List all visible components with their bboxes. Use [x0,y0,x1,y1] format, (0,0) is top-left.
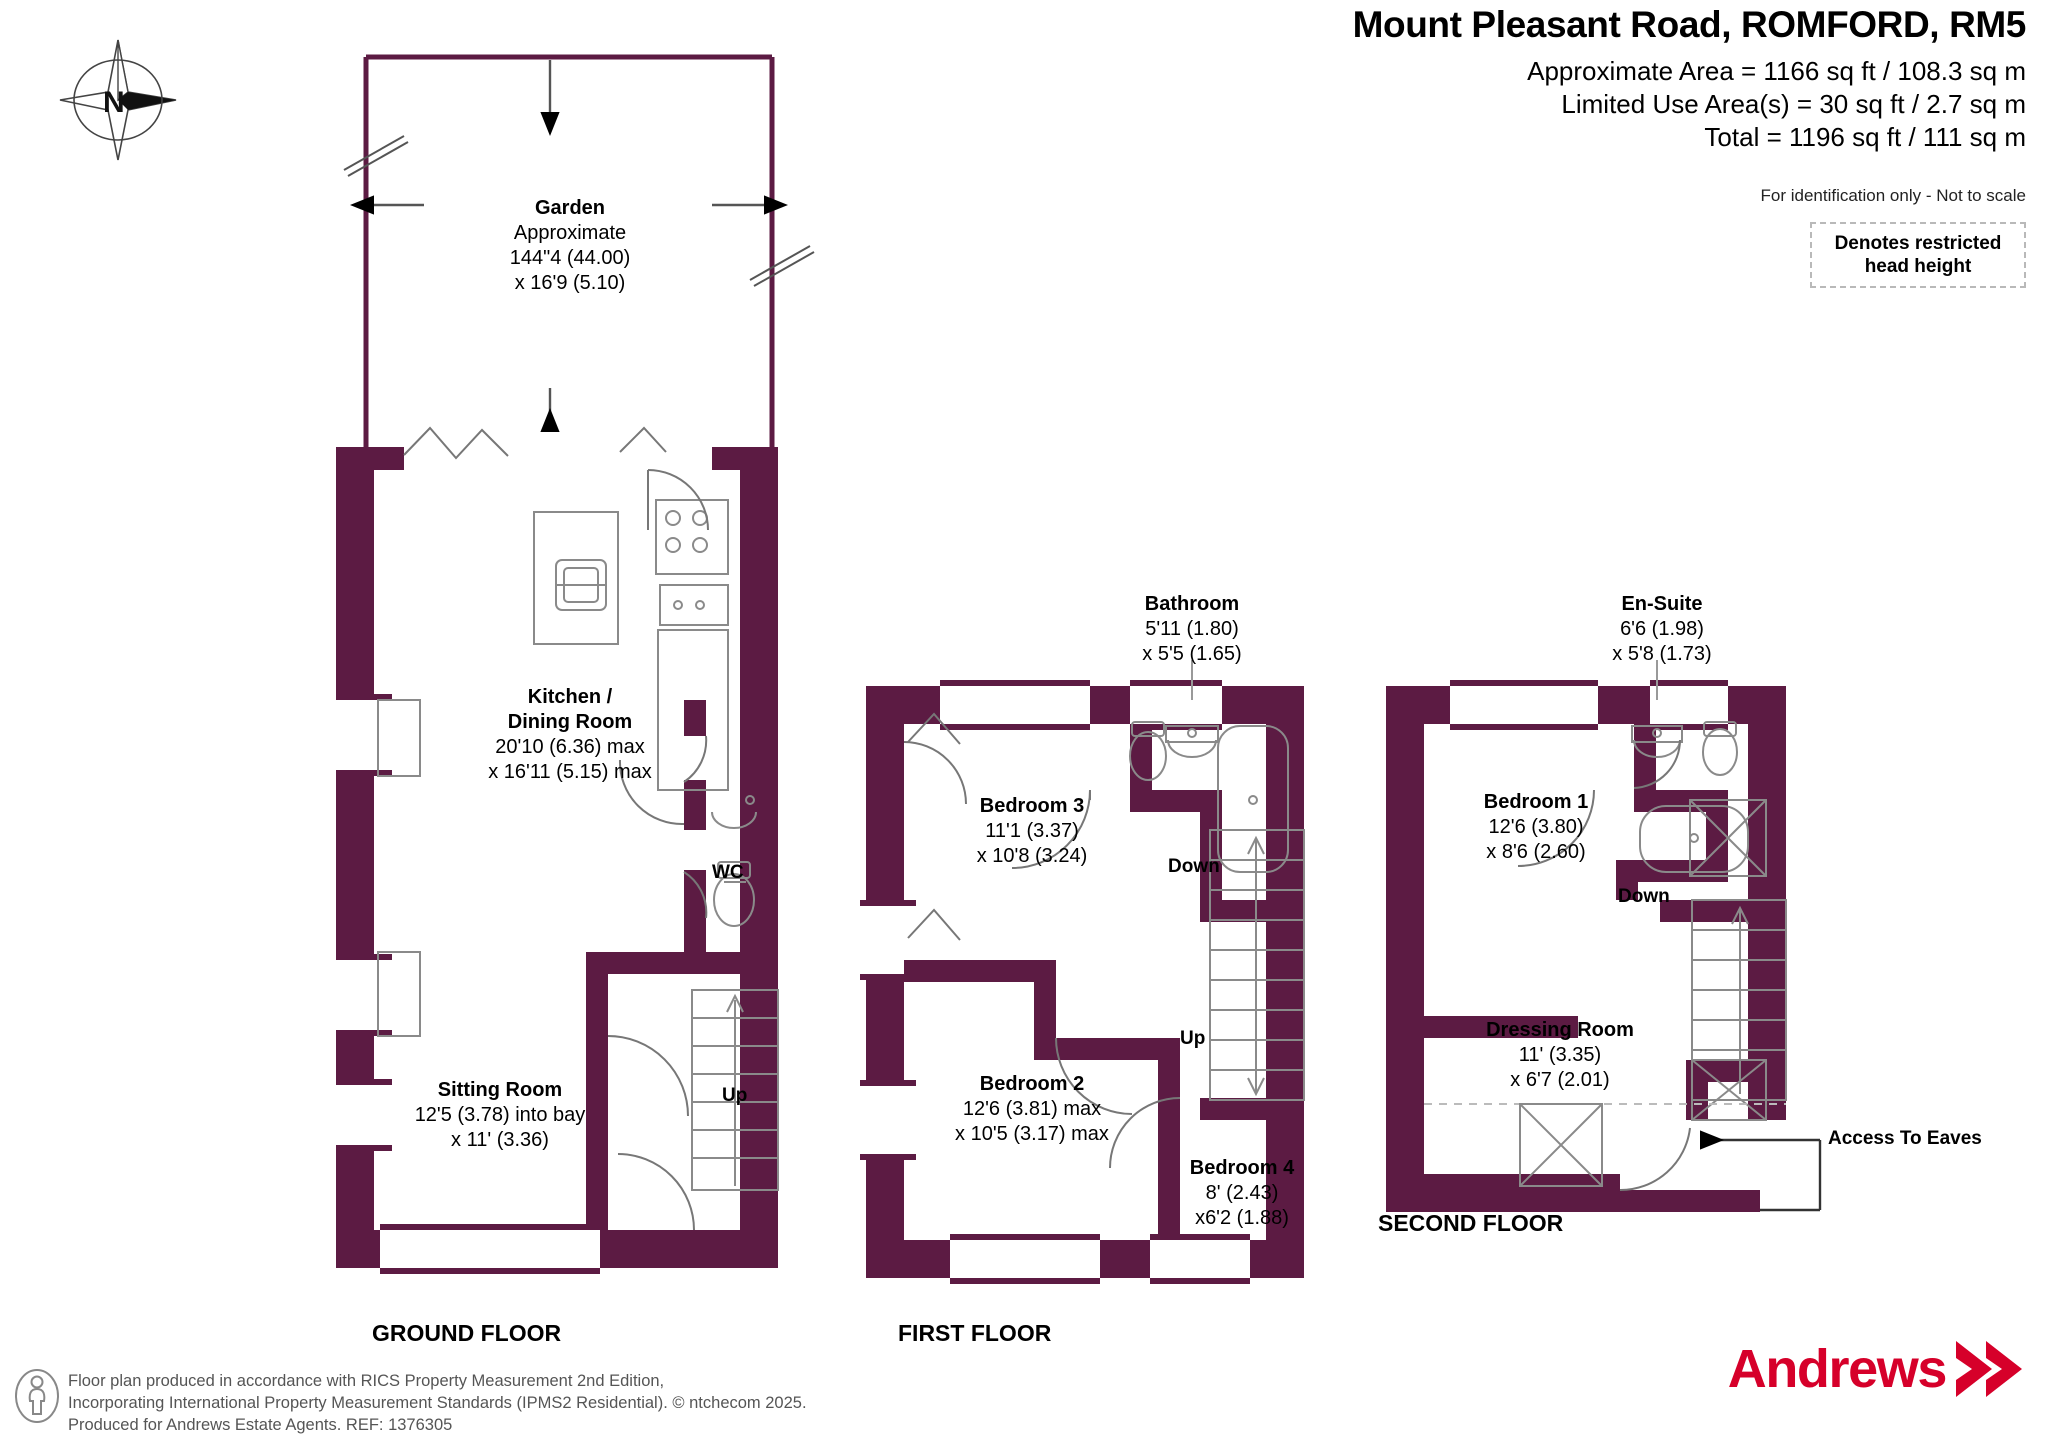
label-kitchen-dining: Kitchen / Dining Room 20'10 (6.36) max x… [430,685,710,785]
ground-floor-stairs [691,989,779,1191]
chevron-right-icon [1956,1341,2022,1397]
label-access-to-eaves: Access To Eaves [1828,1128,1982,1149]
first-floor-walls [860,680,1304,1284]
first-floor-plan [860,680,1305,1284]
brand-name: Andrews [1727,1339,1948,1399]
label-bedroom-4: Bedroom 4 8' (2.43) x6'2 (1.88) [1140,1156,1344,1231]
footer-line-2: Incorporating International Property Mea… [68,1394,807,1412]
label-garden: Garden Approximate 144"4 (44.00) x 16'9 … [460,196,680,296]
scale-disclaimer: For identification only - Not to scale [1760,186,2026,205]
label-leader-lines [1191,660,1658,700]
sitting-room-dim-2: x 11' (3.36) [451,1129,549,1151]
kitchen-dim-1: 20'10 (6.36) max [495,736,645,758]
label-dressing-room: Dressing Room 11' (3.35) x 6'7 (2.01) [1430,1018,1690,1093]
garden-dim-2: x 16'9 (5.10) [514,272,626,294]
garden-break-marks [343,135,815,287]
label-down-second: Down [1618,886,1670,907]
wc-basin-icon [711,795,757,829]
dressing-room-name: Dressing Room [1486,1019,1634,1041]
second-floor-stairs [1691,899,1787,1121]
floor-name-ground: GROUND FLOOR [372,1320,562,1346]
ground-floor-fixtures [377,499,729,1037]
bedroom-3-dim-2: x 10'8 (3.24) [976,845,1088,867]
ground-floor-plan [336,54,815,1274]
bedroom-2-dim-2: x 10'5 (3.17) max [955,1123,1109,1145]
access-to-eaves-leader [1700,1130,1822,1212]
kitchen-name-1: Kitchen / [527,686,613,708]
garden-dimension-arrows [350,60,788,432]
limited-use-area-line: Limited Use Area(s) = 30 sq ft / 2.7 sq … [1561,89,2026,119]
bedroom-4-dim-1: 8' (2.43) [1205,1182,1279,1204]
bedroom-3-dim-1: 11'1 (3.37) [985,820,1079,842]
bathroom-dim-1: 5'11 (1.80) [1145,618,1239,640]
bedroom-2-dim-1: 12'6 (3.81) max [962,1098,1102,1120]
label-sitting-room: Sitting Room 12'5 (3.78) into bay x 11' … [340,1078,660,1153]
area-summary: Approximate Area = 1166 sq ft / 108.3 sq… [1527,55,2026,154]
label-up-first: Up [1180,1028,1206,1049]
ensuite-dim-2: x 5'8 (1.73) [1612,643,1712,665]
legend-line-2: head height [1864,256,1972,277]
ensuite-dim-1: 6'6 (1.98) [1620,618,1704,640]
page-title: Mount Pleasant Road, ROMFORD, RM5 [1352,4,2027,45]
ground-floor-break-symbols [403,426,667,460]
second-floor-walls [1386,680,1786,1212]
dressing-room-dim-2: x 6'7 (2.01) [1510,1069,1610,1091]
footer-disclaimer: Floor plan produced in accordance with R… [68,1370,807,1436]
footer-line-3: Produced for Andrews Estate Agents. REF:… [68,1416,453,1434]
bedroom-3-name: Bedroom 3 [979,795,1085,817]
dressing-room-dim-1: 11' (3.35) [1518,1044,1602,1066]
sitting-room-name: Sitting Room [437,1079,563,1101]
label-down-first: Down [1168,856,1220,877]
bathroom-fixtures [1129,721,1289,873]
garden-name: Garden [534,197,606,219]
bedroom-2-name: Bedroom 2 [979,1073,1085,1095]
bedroom-4-dim-2: x6'2 (1.88) [1195,1207,1289,1229]
bedroom-4-name: Bedroom 4 [1189,1157,1295,1179]
footer-line-1: Floor plan produced in accordance with R… [68,1372,665,1390]
ground-floor-walls [336,447,778,1274]
bathroom-dim-2: x 5'5 (1.65) [1142,643,1242,665]
first-floor-stairs [1209,829,1305,1101]
person-icon [14,1368,60,1424]
svg-text:N: N [103,86,125,119]
ensuite-name: En-Suite [1621,593,1703,615]
label-bathroom: Bathroom 5'11 (1.80) x 5'5 (1.65) [1100,592,1284,667]
restricted-head-height-area [1424,1103,1786,1187]
compass-rose: N [59,39,177,161]
label-ensuite: En-Suite 6'6 (1.98) x 5'8 (1.73) [1570,592,1754,667]
label-bedroom-1: Bedroom 1 12'6 (3.80) x 8'6 (2.60) [1420,790,1652,865]
bathroom-name: Bathroom [1144,593,1240,615]
kitchen-dim-2: x 16'11 (5.15) max [488,761,652,783]
first-floor-doors [903,741,1181,1169]
bedroom-1-dim-2: x 8'6 (2.60) [1486,841,1586,863]
restricted-head-height-legend: Denotes restricted head height [1810,222,2026,288]
label-up-ground: Up [722,1085,748,1106]
second-floor-doors [1517,739,1691,1192]
kitchen-name-2: Dining Room [507,711,633,733]
label-wc: WC [712,862,744,883]
total-area-line: Total = 1196 sq ft / 111 sq m [1704,122,2026,152]
legend-line-1: Denotes restricted [1834,233,2002,254]
bedroom-1-name: Bedroom 1 [1483,791,1589,813]
wc-toilet-icon [713,861,755,927]
approximate-area-line: Approximate Area = 1166 sq ft / 108.3 sq… [1527,56,2026,86]
garden-approx: Approximate [513,222,627,244]
label-bedroom-3: Bedroom 3 11'1 (3.37) x 10'8 (3.24) [920,794,1144,869]
floor-name-second: SECOND FLOOR [1378,1210,1564,1236]
label-bedroom-2: Bedroom 2 12'6 (3.81) max x 10'5 (3.17) … [898,1072,1166,1147]
bedroom-1-dim-1: 12'6 (3.80) [1488,816,1584,838]
ensuite-fixtures [1631,721,1767,877]
andrews-logo: Andrews [1728,1338,2024,1400]
first-floor-break-symbols [907,712,961,941]
garden-dim-1: 144"4 (44.00) [509,247,631,269]
ground-floor-doors [607,469,709,1231]
floor-name-first: FIRST FLOOR [898,1320,1052,1346]
sitting-room-dim-1: 12'5 (3.78) into bay [414,1104,586,1126]
second-floor-plan [1386,680,1822,1212]
garden-outline [363,54,775,455]
